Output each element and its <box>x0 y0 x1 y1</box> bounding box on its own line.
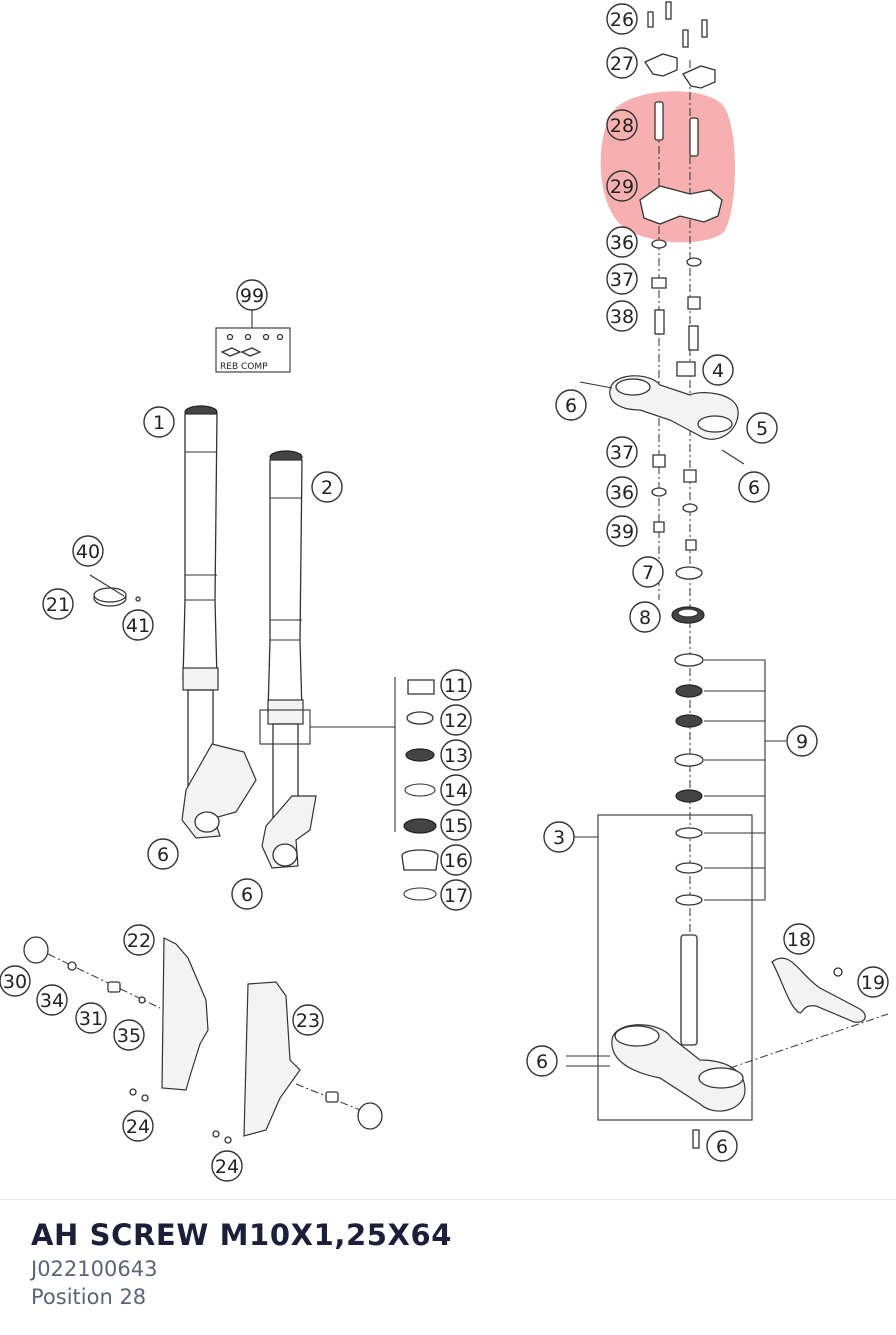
bracket-18 <box>771 957 866 1023</box>
screw-28-left <box>654 101 664 141</box>
lower-triple-clamp-3 <box>611 934 746 1112</box>
callout-23: 23 <box>296 1010 320 1032</box>
callout-6: 6 <box>241 884 253 906</box>
callout-6: 6 <box>748 477 760 499</box>
callout-31: 31 <box>79 1008 103 1030</box>
part-name: AH SCREW M10X1,25X64 <box>31 1218 453 1252</box>
callout-18: 18 <box>787 929 811 951</box>
fork-leg-2 <box>259 450 395 869</box>
callout-4: 4 <box>712 360 724 382</box>
exploded-parts-diagram: 26 27 28 29 36 37 38 4 6 5 37 6 36 39 7 … <box>0 1 889 1182</box>
callout-3: 3 <box>553 827 565 849</box>
steering-assembly <box>566 1 889 1149</box>
callout-29[interactable]: 29 <box>610 176 634 198</box>
callout-34: 34 <box>40 990 64 1012</box>
callout-41: 41 <box>126 615 150 637</box>
callout-11: 11 <box>444 675 468 697</box>
callout-2: 2 <box>321 477 333 499</box>
callout-16: 16 <box>444 850 468 872</box>
screw-28-right <box>689 117 699 157</box>
callout-36: 36 <box>610 482 634 504</box>
callout-37: 37 <box>610 269 634 291</box>
steering-nut-7 <box>675 566 703 580</box>
callout-6: 6 <box>157 844 169 866</box>
screw-26 <box>647 1 708 48</box>
fork-seal-kit <box>394 677 439 901</box>
callout-6: 6 <box>536 1051 548 1073</box>
part-position: Position 28 <box>31 1285 147 1309</box>
handlebar-mount-29 <box>639 185 723 225</box>
clamp-27-left <box>644 53 678 77</box>
callout-39: 39 <box>610 521 634 543</box>
callout-14: 14 <box>444 780 468 802</box>
part-info-panel: AH SCREW M10X1,25X64 J022100643 Position… <box>31 1215 452 1311</box>
callout-15: 15 <box>444 815 468 837</box>
callout-99: 99 <box>240 285 264 307</box>
callout-19: 19 <box>861 972 885 994</box>
fork-leg-1 <box>181 405 257 839</box>
callout-36: 36 <box>610 232 634 254</box>
callout-30: 30 <box>3 971 27 993</box>
callout-12: 12 <box>444 710 468 732</box>
callout-35: 35 <box>117 1025 141 1047</box>
callout-13: 13 <box>444 745 468 767</box>
fork-guard-23 <box>243 981 301 1137</box>
fork-assembly: 99 REB COMP 1 <box>42 279 472 911</box>
part-number: J022100643 <box>31 1257 158 1281</box>
clamp-27-right <box>682 65 716 89</box>
callout-7: 7 <box>642 562 654 584</box>
callout-1: 1 <box>153 412 165 434</box>
callout-28[interactable]: 28 <box>610 115 634 137</box>
callout-5: 5 <box>756 418 768 440</box>
callout-38: 38 <box>610 306 634 328</box>
callouts-right: 26 27 28 29 36 37 38 4 6 5 37 6 36 39 7 … <box>526 3 889 1162</box>
fork-guard-22 <box>161 937 209 1091</box>
callout-6: 6 <box>565 395 577 417</box>
callout-24: 24 <box>126 1116 150 1138</box>
fork-guards: 22 23 30 34 31 35 24 24 <box>0 924 383 1182</box>
bearing-kit-9 <box>674 653 786 906</box>
callout-24: 24 <box>215 1156 239 1178</box>
kit-99-box <box>215 327 291 373</box>
callout-9: 9 <box>796 731 808 753</box>
kit-label: REB COMP <box>220 362 268 372</box>
callout-8: 8 <box>639 607 651 629</box>
callout-40: 40 <box>76 541 100 563</box>
callout-26: 26 <box>610 9 634 31</box>
callout-17: 17 <box>444 885 468 907</box>
callout-27: 27 <box>610 53 634 75</box>
divider <box>0 1199 896 1200</box>
callout-6: 6 <box>716 1136 728 1158</box>
callout-22: 22 <box>127 930 151 952</box>
callout-37: 37 <box>610 442 634 464</box>
callout-21: 21 <box>46 594 70 616</box>
cap-4 <box>676 361 696 377</box>
